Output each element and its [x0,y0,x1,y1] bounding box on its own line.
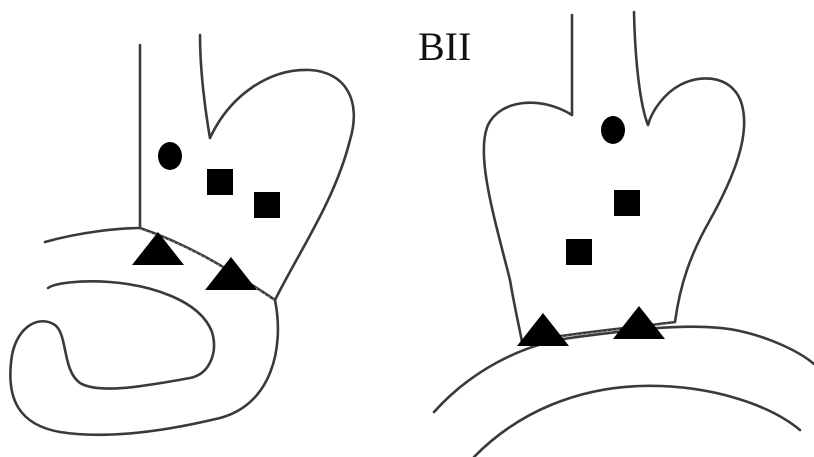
right-stomach-outline [484,12,744,342]
left-circle-marker [158,142,182,170]
diagram-title: BII [418,24,471,69]
left-square-marker-1 [207,169,233,195]
left-bowel-outline-loop [10,281,278,435]
left-bowel-outline-outer [45,228,140,242]
left-diagram [10,35,353,435]
left-triangle-marker-1 [132,232,184,265]
right-square-marker-2 [566,239,592,265]
right-bowel-outline-bottom [474,386,800,457]
right-triangle-marker-1 [517,313,569,346]
right-diagram [434,12,814,457]
left-square-marker-2 [254,192,280,218]
right-circle-marker [601,116,625,144]
right-bowel-outline-top [434,327,814,412]
right-square-marker-1 [614,190,640,216]
right-triangle-marker-2 [613,306,665,339]
